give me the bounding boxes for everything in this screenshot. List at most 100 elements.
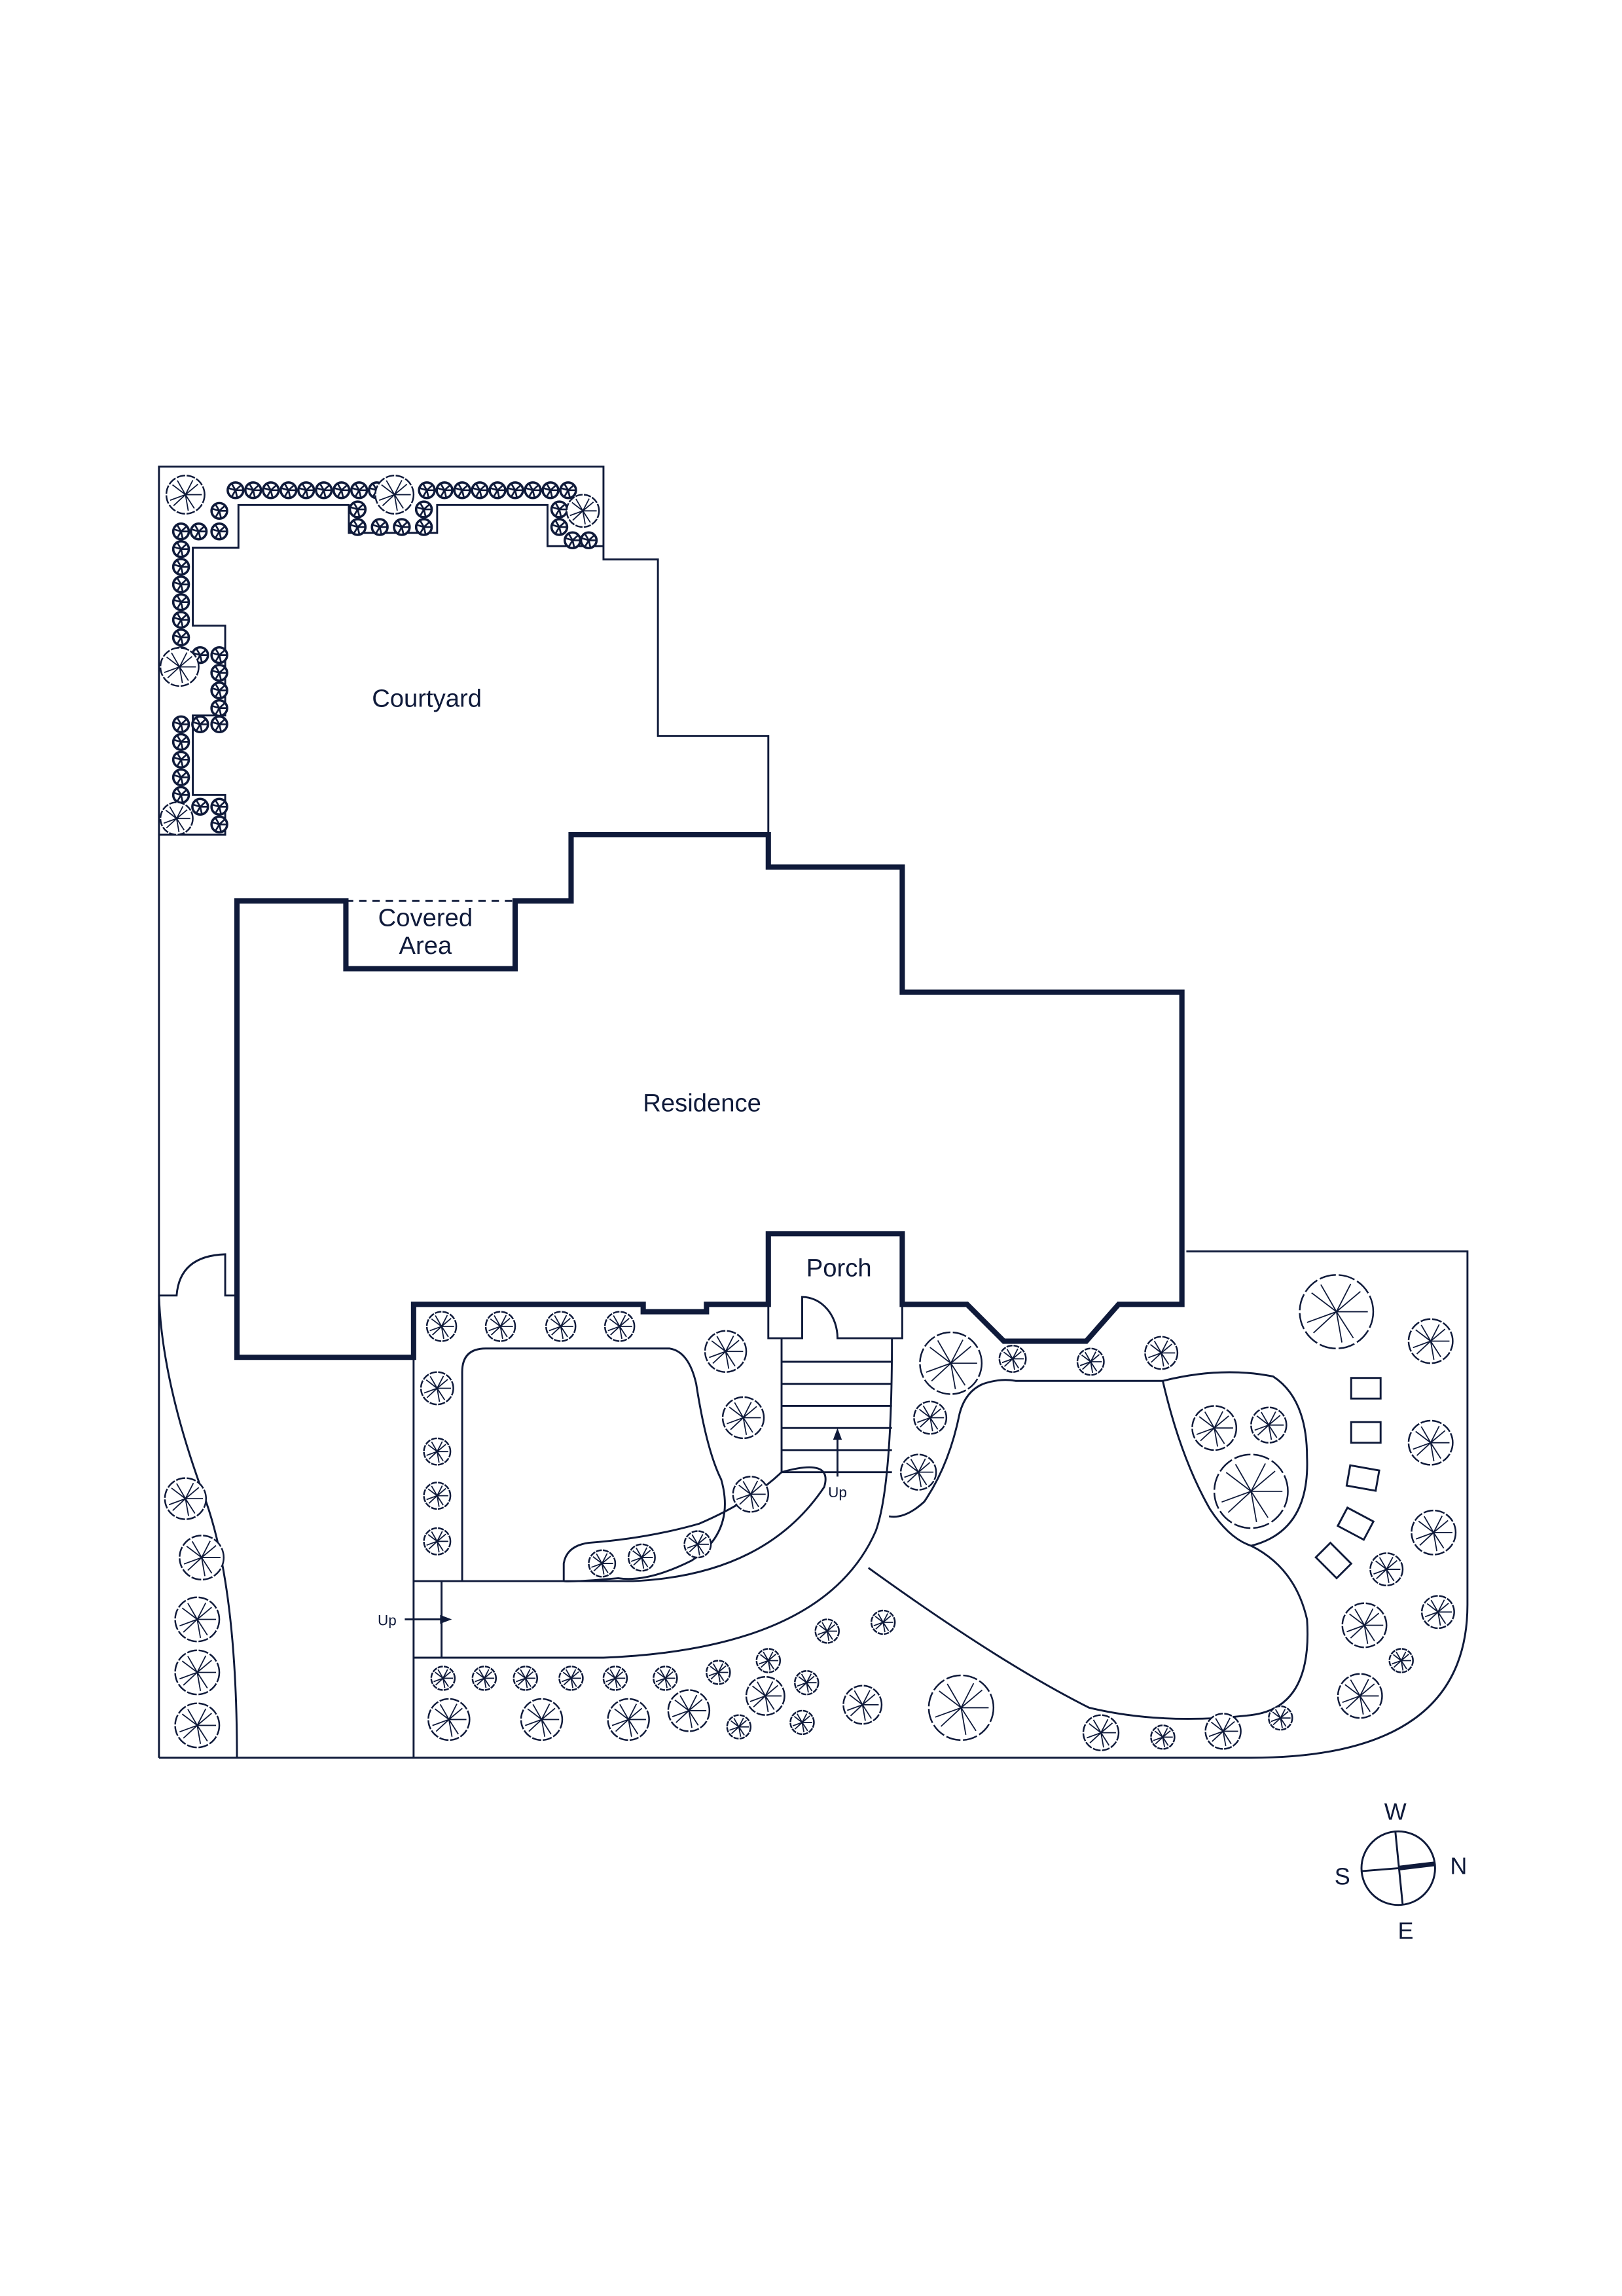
shrub-icon [191,797,209,816]
courtyard-planter-edge [158,503,604,836]
tree-icon [1411,1509,1457,1556]
north-pointer [1397,1861,1435,1871]
up-arrow-driveway-head [440,1614,452,1624]
stepping-stone-icon [1314,1541,1353,1580]
shrub-icon [210,501,228,520]
up-label-stairs: Up [828,1484,847,1501]
tree-icon [545,1311,577,1342]
tree-icon [423,1482,452,1510]
stepping-stone-icon [1350,1421,1382,1444]
shrub-icon [244,481,262,500]
tree-icon [607,1698,650,1741]
porch-base [767,1296,903,1339]
tree-icon [1076,1347,1105,1376]
tree-icon [998,1345,1027,1373]
up-arrow-stairs-head [833,1428,842,1440]
shrub-icon [210,681,228,700]
tree-icon [683,1530,712,1559]
tree-icon [721,1396,765,1440]
shrub-icon [314,481,333,500]
up-label-driveway: Up [378,1613,397,1629]
tree-icon [1250,1406,1288,1444]
shrub-icon [171,786,190,804]
tree-icon [1191,1405,1238,1451]
shrub-icon [524,481,542,500]
tree-icon [913,1400,948,1435]
shrub-icon [541,481,560,500]
tree-icon [842,1685,883,1725]
residence-outline [234,831,1185,1360]
shrub-icon [559,481,577,500]
shrub-icon [171,522,190,541]
path-edge-top [413,1466,827,1582]
plantings [159,475,1457,1751]
path-edge-bottom [413,1338,893,1659]
tree-icon [789,1709,815,1736]
tree-icon [667,1689,711,1732]
shrub-icon [471,481,489,500]
shrub-icon [297,481,315,500]
compass-icon: W S N E [1335,1798,1468,1944]
tree-icon [513,1666,538,1691]
tree-icon [484,1311,516,1342]
stepping-stone-icon [1336,1506,1375,1541]
tree-icon [1420,1595,1455,1630]
residence-label: Residence [643,1089,761,1118]
shrub-icon [189,522,208,541]
tree-icon [1082,1714,1120,1751]
tree-icon [179,1535,225,1581]
side-bed [888,1383,984,1518]
tree-icon [566,494,600,528]
tree-icon [919,1331,983,1395]
tree-icon [471,1666,497,1691]
shrub-icon [579,531,598,549]
tree-icon [604,1311,636,1342]
shrub-icon [210,715,228,734]
tree-icon [706,1660,731,1685]
tree-bed [1162,1371,1308,1547]
tree-icon [1204,1713,1242,1750]
shrub-icon [210,699,228,718]
shrub-icon [171,768,190,787]
compass-east: E [1397,1917,1413,1944]
tree-icon [1407,1318,1454,1364]
tree-icon [653,1666,678,1691]
shrub-icon [171,733,190,752]
tree-icon [814,1618,840,1644]
tree-icon [1299,1274,1375,1350]
shrub-icon [332,481,351,500]
tree-icon [1213,1453,1289,1529]
shrub-icon [348,500,367,519]
shrub-icon [210,663,228,682]
tree-icon [520,1698,564,1741]
shrub-icon [171,610,190,629]
shrub-icon [210,646,228,665]
tree-icon [1388,1648,1414,1673]
tree-icon [423,1437,452,1466]
tree-icon [588,1549,617,1578]
shrub-icon [171,558,190,576]
shrub-icon [564,531,582,549]
tree-icon [755,1648,782,1673]
compass-west: W [1384,1798,1407,1825]
tree-icon [732,1476,770,1513]
shrub-icon [350,481,369,500]
shrub-icon [453,481,471,500]
shrub-icon [414,500,433,519]
tree-icon [899,1453,937,1491]
tree-icon [704,1330,748,1373]
tree-icon [420,1371,454,1406]
tree-icon [558,1666,584,1691]
shrub-icon [435,481,454,500]
lawn [867,1379,1308,1720]
tree-icon [425,1311,458,1342]
tree-icon [1341,1602,1388,1649]
shrub-icon [262,481,280,500]
shrub-icon [393,518,411,536]
stepping-stone-icon [1345,1464,1380,1492]
tree-icon [159,801,194,836]
shrub-icon [171,715,190,734]
shrub-icon [171,750,190,769]
shrub-icon [550,500,569,519]
tree-icon [726,1714,752,1740]
